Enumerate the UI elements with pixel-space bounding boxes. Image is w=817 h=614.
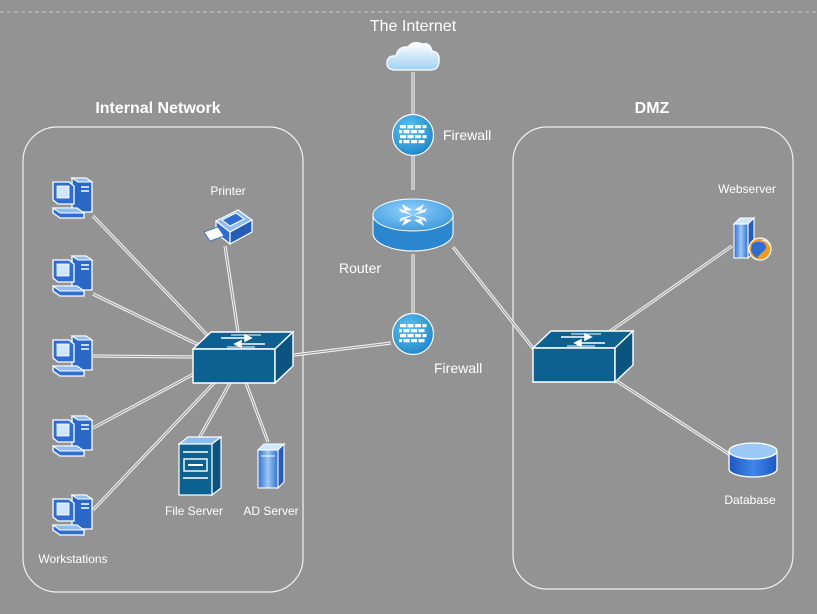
file-server-icon[interactable]: [177, 435, 223, 497]
diagram-title: The Internet: [370, 18, 457, 35]
ad-server-label: AD Server: [243, 504, 298, 518]
internal-switch-icon[interactable]: [192, 331, 294, 384]
link-switch-file-server: [196, 382, 232, 441]
workstation-icon[interactable]: [52, 335, 93, 377]
database-icon[interactable]: [728, 442, 778, 478]
webserver-label: Webserver: [718, 182, 776, 196]
workstation-icon[interactable]: [52, 255, 93, 297]
link-switch-workstation-4: [92, 366, 206, 430]
workstations-label: Workstations: [38, 552, 107, 566]
printer-label: Printer: [210, 184, 245, 198]
database-label: Database: [724, 493, 776, 507]
link-switch-workstation-2: [92, 292, 206, 350]
firewall-top-icon[interactable]: [391, 113, 435, 157]
link-switch-workstation-3: [92, 354, 196, 359]
internal-network-zone: [22, 126, 304, 593]
cloud-icon: [386, 41, 440, 71]
link-switch-printer: [223, 245, 240, 333]
link-dmz-switch-webserver: [608, 244, 733, 334]
printer-icon[interactable]: [203, 209, 254, 246]
internal-network-title: Internal Network: [95, 100, 220, 117]
workstation-icon[interactable]: [52, 177, 93, 219]
firewall-bottom-icon[interactable]: [391, 312, 435, 356]
firewall-bottom-label: Firewall: [434, 360, 482, 376]
dmz-title: DMZ: [635, 100, 670, 117]
dmz-zone: [512, 126, 794, 590]
router-label: Router: [339, 260, 381, 276]
dmz-switch-icon[interactable]: [532, 330, 634, 383]
network-links: [91, 72, 733, 512]
workstation-icon[interactable]: [52, 494, 93, 536]
link-switch-ad-server: [244, 382, 270, 443]
workstation-icon[interactable]: [52, 415, 93, 457]
firewall-top-label: Firewall: [443, 127, 491, 143]
link-dmz-switch-database: [611, 376, 733, 458]
link-router-dmz-switch: [451, 246, 538, 353]
link-switch-workstation-1: [91, 214, 214, 342]
webserver-icon[interactable]: [732, 216, 772, 261]
link-firewall-bottom-internal-switch: [293, 341, 392, 357]
ad-server-icon[interactable]: [256, 442, 286, 490]
link-switch-workstation-5: [91, 380, 217, 512]
router-icon[interactable]: [372, 198, 454, 252]
file-server-label: File Server: [165, 504, 223, 518]
